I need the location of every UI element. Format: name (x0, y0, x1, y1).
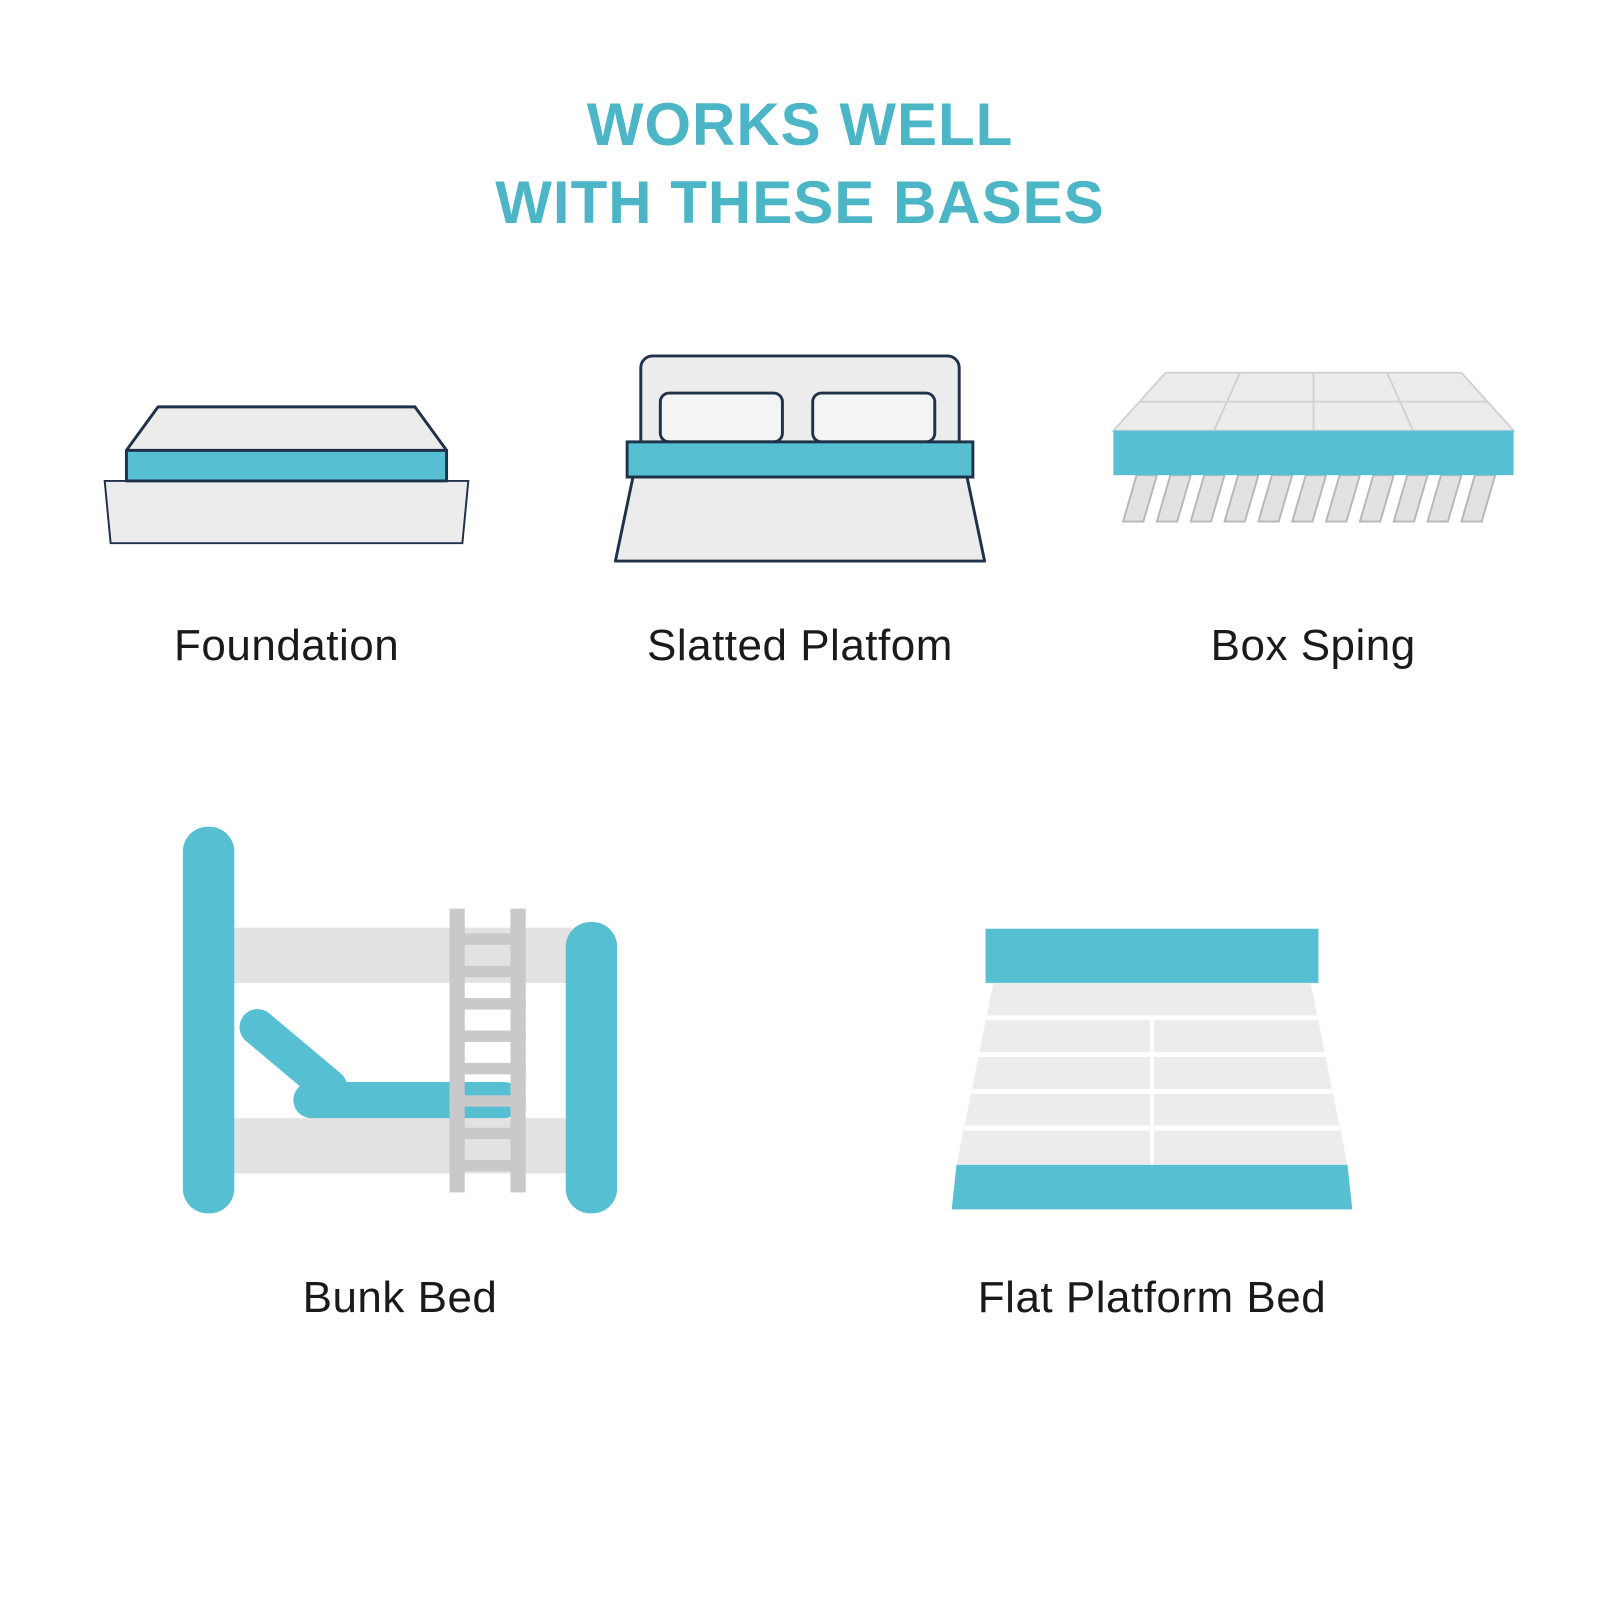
bunk-bed-label: Bunk Bed (302, 1273, 498, 1322)
figure-box-spring: Box Sping (1057, 354, 1570, 671)
box-spring-label: Box Sping (1210, 621, 1416, 670)
box-spring-icon (1110, 371, 1516, 523)
title-line-2: WITH THESE BASES (495, 169, 1105, 236)
top-row: Foundation Slatted Platfom (0, 354, 1600, 671)
foundation-mattress-icon (103, 405, 470, 545)
flat-platform-bed-icon (951, 928, 1353, 1210)
bottom-row: Bunk Bed (0, 821, 1600, 1323)
figure-bunk-bed: Bunk Bed (0, 821, 800, 1323)
foundation-art (79, 354, 494, 569)
title-line-1: WORKS WELL (586, 91, 1014, 158)
slatted-platform-art (590, 354, 1010, 569)
box-spring-art (1096, 354, 1531, 569)
bunk-bed-icon (182, 826, 618, 1214)
flat-platform-bed-label: Flat Platform Bed (977, 1273, 1327, 1322)
slatted-platform-label: Slatted Platfom (646, 621, 953, 670)
slatted-platform-bed-icon (613, 354, 986, 563)
foundation-label: Foundation (174, 621, 400, 670)
figure-slatted-platform: Slatted Platfom (543, 354, 1056, 671)
figure-foundation: Foundation (30, 354, 543, 671)
flat-platform-bed-art (927, 821, 1377, 1221)
figure-flat-platform-bed: Flat Platform Bed (800, 821, 1504, 1323)
bunk-bed-art (165, 821, 635, 1221)
page-title: WORKS WELL WITH THESE BASES (0, 0, 1600, 242)
